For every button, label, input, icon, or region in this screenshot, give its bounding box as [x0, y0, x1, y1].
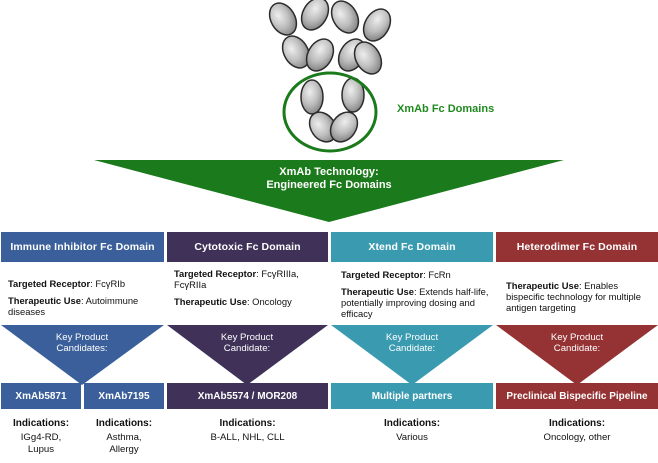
technology-title: XmAb Technology: Engineered Fc Domains: [229, 166, 429, 192]
indications-multiple-partners: Indications: Various: [383, 418, 441, 443]
therapeutic-use: Therapeutic Use: Autoimmune diseases: [8, 295, 139, 317]
technology-banner-triangle: [94, 160, 564, 222]
fc-domain-highlight-ring: [282, 71, 378, 153]
therapeutic-use: Therapeutic Use: Enables bispecific tech…: [506, 280, 641, 313]
therapeutic-use: Therapeutic Use: Extends half-life, pote…: [341, 286, 489, 319]
info-immune-inhibitor: Targeted Receptor: FcγRIb Therapeutic Us…: [8, 278, 160, 323]
indications-preclinical: Indications: Oncology, other: [543, 418, 611, 443]
info-heterodimer: Therapeutic Use: Enables bispecific tech…: [506, 280, 652, 319]
technology-title-line-1: XmAb Technology:: [279, 166, 379, 178]
triangle-cytotoxic: [167, 325, 328, 385]
info-cytotoxic: Targeted Receptor: FcγRIIIa, FcγRIIa The…: [174, 268, 324, 313]
candidate-xmab7195: XmAb7195: [84, 383, 164, 409]
xmab-fc-domains-label: XmAb Fc Domains: [397, 103, 495, 115]
triangle-immune-inhibitor: [1, 325, 164, 385]
info-xtend: Targeted Receptor: FcRn Therapeutic Use:…: [341, 269, 489, 325]
triangle-xtend: [331, 325, 493, 385]
header-cytotoxic: Cytotoxic Fc Domain: [167, 232, 328, 262]
therapeutic-use: Therapeutic Use: Oncology: [174, 296, 292, 307]
header-heterodimer: Heterodimer Fc Domain: [496, 232, 658, 262]
candidate-xmab5574-mor208: XmAb5574 / MOR208: [167, 383, 328, 409]
indications-xmab7195: Indications: Asthma, Allergy: [95, 418, 153, 455]
candidate-multiple-partners: Multiple partners: [331, 383, 493, 409]
indications-xmab5574: Indications: B-ALL, NHL, CLL: [210, 418, 285, 443]
targeted-receptor: Targeted Receptor: FcRn: [341, 269, 451, 280]
targeted-receptor: Targeted Receptor: FcγRIb: [8, 278, 126, 289]
targeted-receptor: Targeted Receptor: FcγRIIIa, FcγRIIa: [174, 268, 299, 290]
technology-title-line-2: Engineered Fc Domains: [266, 179, 392, 191]
candidate-preclinical-bispecific: Preclinical Bispecific Pipeline: [496, 383, 658, 409]
antibody-icon: [268, 0, 392, 143]
triangle-heterodimer: [496, 325, 658, 385]
header-xtend: Xtend Fc Domain: [331, 232, 493, 262]
indications-xmab5871: Indications: IGg4-RD, Lupus: [12, 418, 70, 455]
candidate-xmab5871: XmAb5871: [1, 383, 81, 409]
header-immune-inhibitor: Immune Inhibitor Fc Domain: [1, 232, 164, 262]
